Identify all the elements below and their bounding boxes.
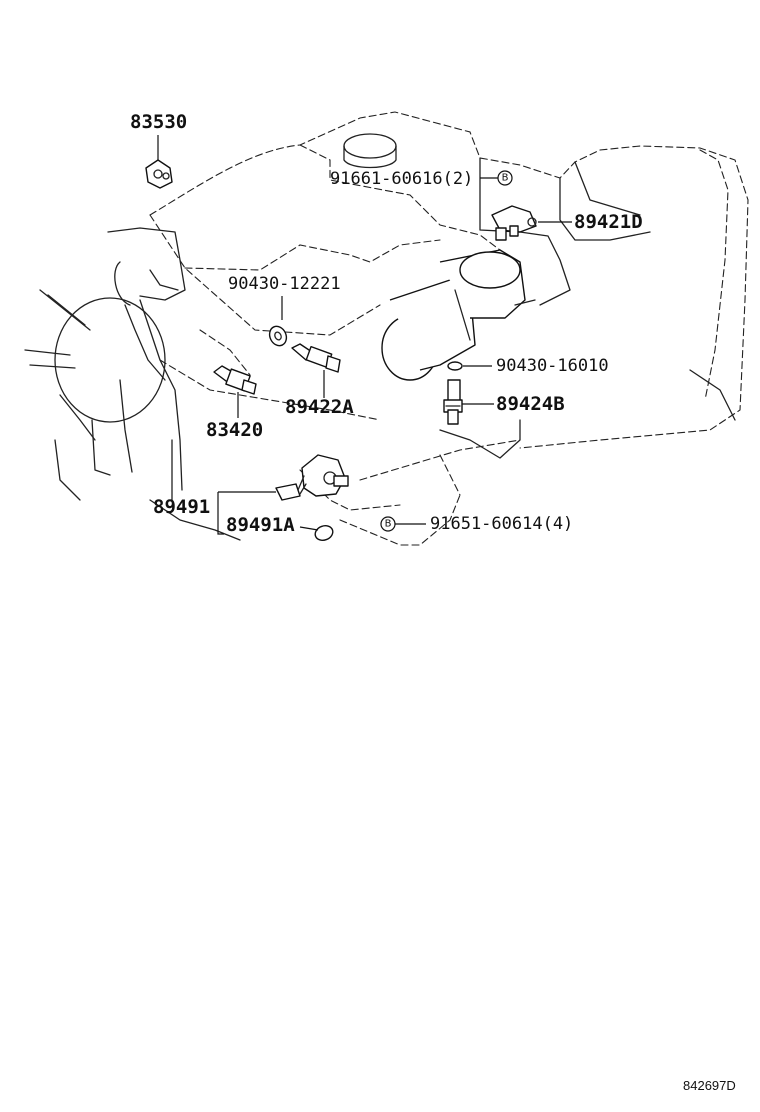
reference-code: 842697D	[683, 1078, 736, 1093]
badge-b-1: B	[502, 173, 509, 184]
label-89424B: 89424B	[496, 393, 565, 415]
label-89491A: 89491A	[226, 514, 295, 536]
label-89491: 89491	[153, 496, 210, 518]
label-89422A: 89422A	[285, 396, 354, 418]
part-89422A-drawing	[291, 343, 341, 373]
label-91651-60614: 91651-60614(4)	[430, 514, 573, 534]
part-89424B-drawing	[443, 379, 463, 425]
label-90430-16010: 90430-16010	[496, 356, 609, 376]
part-89491A-oring	[314, 525, 334, 541]
badge-b-2: B	[385, 519, 392, 530]
part-89491-drawing	[275, 454, 349, 501]
label-91661-60616: 91661-60616(2)	[330, 169, 473, 189]
fan	[24, 289, 166, 501]
label-90430-12221: 90430-12221	[228, 274, 341, 294]
part-83420-drawing	[213, 365, 257, 395]
leader-89491A	[299, 526, 319, 531]
label-83530: 83530	[130, 111, 187, 133]
engine-block-outline	[24, 111, 749, 546]
part-83530-drawing	[145, 159, 173, 189]
part-90430-16010-gasket	[447, 361, 463, 371]
throttle-body	[381, 249, 536, 381]
label-83420: 83420	[206, 419, 263, 441]
part-89421D-drawing	[491, 205, 537, 241]
leader-89491	[217, 491, 276, 535]
label-89421D: 89421D	[574, 211, 643, 233]
part-90430-12221-gasket	[268, 325, 288, 347]
